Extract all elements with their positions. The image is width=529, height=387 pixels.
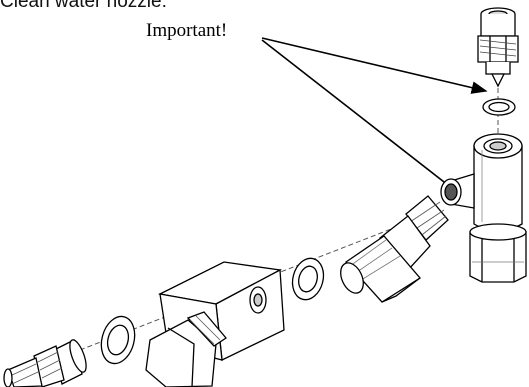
- arrow-to-port: [261, 39, 464, 197]
- elbow-fitting: [340, 195, 449, 303]
- square-block: [157, 261, 285, 361]
- callout-arrows: [261, 37, 488, 197]
- tee-hex-nut: [469, 223, 527, 283]
- washer-lower: [100, 315, 136, 365]
- diagram-caption: Clean water nozzle:: [0, 0, 167, 12]
- washer-top: [482, 98, 516, 116]
- arrow-to-washer: [261, 37, 488, 94]
- hose-barb-fitting: [3, 339, 87, 387]
- callout-label: Important!: [146, 20, 228, 41]
- block-hex-nut: [145, 311, 227, 387]
- tee-body: [440, 133, 523, 232]
- nozzle-fitting: [477, 7, 519, 88]
- washer-middle: [291, 257, 325, 301]
